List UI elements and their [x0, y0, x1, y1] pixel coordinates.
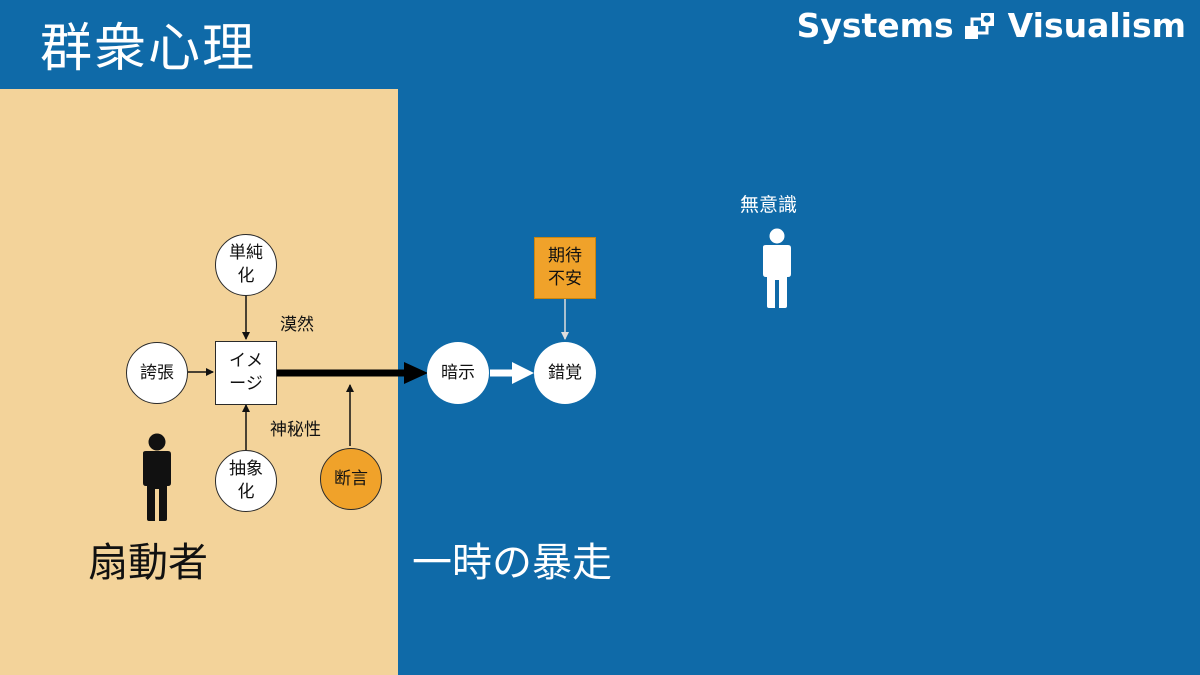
- brand-logo: Systems Visualism: [797, 6, 1186, 45]
- brand-text-visualism: Visualism: [1007, 6, 1186, 45]
- brand-text-systems: Systems: [796, 6, 954, 45]
- node-expectation-anxiety: 期待 不安: [534, 237, 596, 299]
- node-suggestion: 暗示: [427, 342, 489, 404]
- node-image: イメ ージ: [215, 341, 277, 405]
- node-illusion: 錯覚: [534, 342, 596, 404]
- node-abstraction: 抽象 化: [215, 450, 277, 512]
- label-agitator: 扇動者: [88, 540, 208, 586]
- node-exaggeration: 誇張: [126, 342, 188, 404]
- label-mystery: 神秘性: [270, 420, 321, 440]
- node-simplification: 単純 化: [215, 234, 277, 296]
- arrow-image-to-suggestion-head: [404, 362, 428, 384]
- arrow-suggestion-to-illusion-head: [512, 362, 534, 384]
- agitator-panel: [0, 89, 398, 675]
- label-vague: 漠然: [280, 315, 314, 335]
- crowd-person-icon: [757, 228, 797, 312]
- agitator-person-icon: [137, 433, 177, 525]
- page-title: 群衆心理: [40, 19, 257, 79]
- label-rampage: 一時の暴走: [412, 540, 612, 586]
- node-assertion: 断言: [320, 448, 382, 510]
- label-unconscious: 無意識: [740, 194, 798, 216]
- systems-visualism-logo-icon: [964, 11, 998, 41]
